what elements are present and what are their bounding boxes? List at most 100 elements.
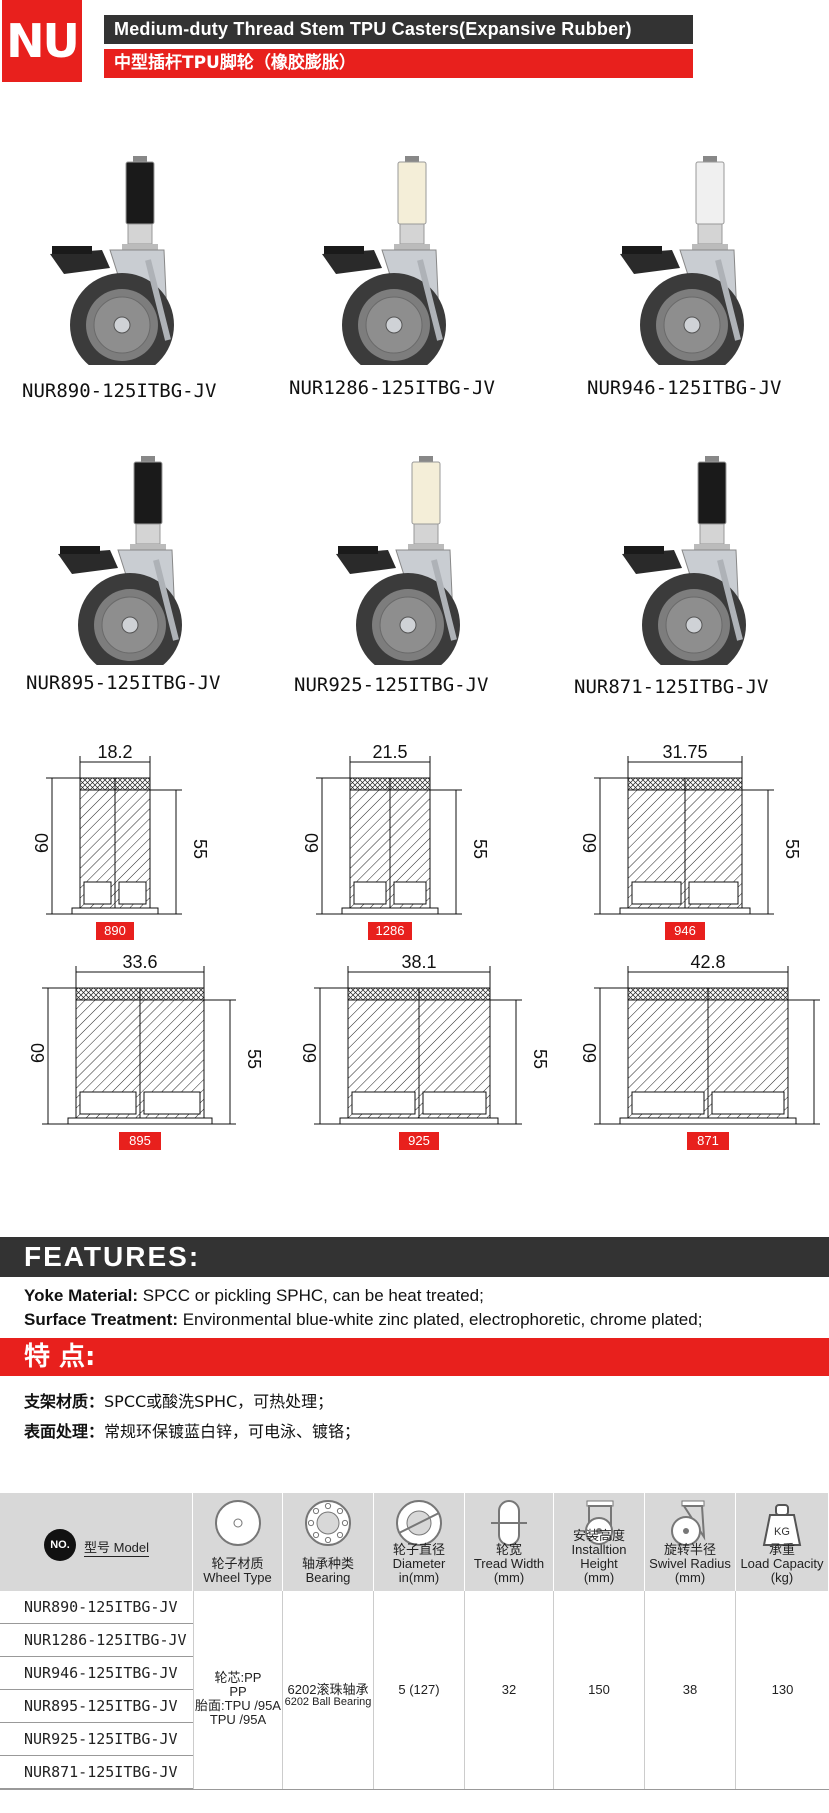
product-name: NUR925-125ITBG-JV xyxy=(294,674,489,696)
model-tag: 895 xyxy=(119,1132,161,1150)
total-height-dimension: 60 xyxy=(28,1043,48,1063)
bearing-en: 6202 Ball Bearing xyxy=(284,1696,372,1708)
table-row-model: NUR890-125ITBG-JV xyxy=(0,1591,193,1624)
width-dimension: 42.8 xyxy=(690,952,725,972)
column-header-en: Tread Width xyxy=(473,1556,545,1571)
total-height-dimension: 60 xyxy=(580,1043,600,1063)
swivel-radius-icon xyxy=(671,1500,706,1546)
model-tag: 946 xyxy=(665,922,705,940)
installation-height-value: 150 xyxy=(554,1591,645,1789)
dimension-drawing: 42.86055 xyxy=(580,952,829,1125)
column-header-unit: (mm) xyxy=(583,1570,615,1585)
tread-width-value: 32 xyxy=(465,1591,554,1789)
column-header-cn: 安装高度 xyxy=(572,1528,625,1543)
column-header-en: Swivel Radius xyxy=(649,1556,731,1571)
feature-yoke: Yoke Material: SPCC or pickling SPHC, ca… xyxy=(24,1286,484,1306)
wheel-type-line: PP xyxy=(229,1684,247,1699)
feature-cn-surface-text: 常规环保镀蓝白锌，可电泳、镀铬； xyxy=(104,1422,361,1441)
table-row-model: NUR946-125ITBG-JV xyxy=(0,1657,193,1690)
width-dimension: 31.75 xyxy=(662,742,707,762)
column-header-cn: 轴承种类 xyxy=(301,1556,354,1571)
kg-label: KG xyxy=(774,1526,790,1538)
features-cn-heading: 特 点: xyxy=(0,1338,829,1376)
load-weight-icon: KG xyxy=(762,1504,802,1546)
bearing-cell: 6202滚珠轴承 6202 Ball Bearing xyxy=(283,1591,374,1789)
column-header-en: Diameter xyxy=(392,1556,446,1571)
width-dimension: 21.5 xyxy=(372,742,407,762)
caster-image xyxy=(322,156,446,365)
table-row-model: NUR925-125ITBG-JV xyxy=(0,1723,193,1756)
body-height-dimension: 55 xyxy=(782,839,802,859)
product-name: NUR1286-125ITBG-JV xyxy=(289,377,495,399)
total-height-dimension: 60 xyxy=(580,833,600,853)
column-header-en: Wheel Type xyxy=(203,1570,272,1585)
column-header-en: Bearing xyxy=(305,1570,351,1585)
product-name: NUR946-125ITBG-JV xyxy=(587,377,782,399)
swivel-radius-value: 38 xyxy=(645,1591,736,1789)
table-row-model: NUR895-125ITBG-JV xyxy=(0,1690,193,1723)
caster-image xyxy=(50,156,174,365)
wheel-type-line: TPU /95A xyxy=(209,1712,267,1727)
load-capacity-value: 130 xyxy=(771,1682,794,1697)
feature-surface: Surface Treatment: Environmental blue-wh… xyxy=(24,1310,702,1330)
feature-cn-yoke-text: SPCC或酸洗SPHC，可热处理； xyxy=(104,1392,334,1411)
model-header-cell: NO. 型号 Model xyxy=(0,1493,193,1591)
model-header-label: 型号 Model xyxy=(84,1537,150,1557)
title-en: Medium-duty Thread Stem TPU Casters(Expa… xyxy=(104,15,693,44)
table-row-model: NUR871-125ITBG-JV xyxy=(0,1756,193,1789)
diameter-value: 5 (127) xyxy=(374,1591,465,1789)
feature-cn-surface: 表面处理：常规环保镀蓝白锌，可电泳、镀铬； xyxy=(24,1418,360,1442)
no-badge: NO. xyxy=(44,1529,76,1561)
total-height-dimension: 60 xyxy=(302,833,322,853)
wheel-type-line: 轮芯:PP xyxy=(214,1670,262,1685)
body-height-dimension: 55 xyxy=(244,1049,264,1069)
total-height-dimension: 60 xyxy=(300,1043,320,1063)
column-header-unit: in(mm) xyxy=(398,1570,440,1585)
column-header-unit: (mm) xyxy=(674,1570,706,1585)
features-heading: FEATURES: xyxy=(0,1237,829,1277)
width-dimension: 38.1 xyxy=(401,952,436,972)
column-header-unit: (kg) xyxy=(770,1570,794,1585)
wheel-type-cell: 轮芯:PP PP 胎面:TPU /95A TPU /95A xyxy=(193,1591,283,1789)
caster-image xyxy=(622,456,746,665)
column-header-cn: 旋转半径 xyxy=(663,1542,716,1557)
wheel-type-line: 胎面:TPU /95A xyxy=(195,1698,281,1713)
product-name: NUR871-125ITBG-JV xyxy=(574,676,769,698)
dimension-drawing: 31.75 60 55 xyxy=(580,742,802,915)
caster-image xyxy=(58,456,182,665)
product-name: NUR890-125ITBG-JV xyxy=(22,380,217,402)
wheel-type-icon xyxy=(214,1500,261,1546)
installation-height-icon xyxy=(585,1500,614,1545)
body-height-dimension: 55 xyxy=(530,1049,550,1069)
table-row-model: NUR1286-125ITBG-JV xyxy=(0,1624,193,1657)
feature-surface-text: Environmental blue-white zinc plated, el… xyxy=(178,1310,703,1329)
model-tag: 871 xyxy=(687,1132,729,1150)
column-header-cn: 轮子直径 xyxy=(392,1542,445,1557)
tread-width-icon xyxy=(491,1500,527,1546)
width-dimension: 33.6 xyxy=(122,952,157,972)
feature-cn-yoke-label: 支架材质： xyxy=(24,1392,105,1411)
feature-surface-label: Surface Treatment: xyxy=(24,1310,178,1329)
model-tag: 925 xyxy=(399,1132,439,1150)
caster-image xyxy=(336,456,460,665)
title-cn: 中型插杆TPU脚轮（橡胶膨胀） xyxy=(104,49,693,78)
model-tag: 890 xyxy=(96,922,134,940)
total-height-dimension: 60 xyxy=(32,833,52,853)
table-bottom-rule xyxy=(0,1789,829,1790)
product-name: NUR895-125ITBG-JV xyxy=(26,672,221,694)
